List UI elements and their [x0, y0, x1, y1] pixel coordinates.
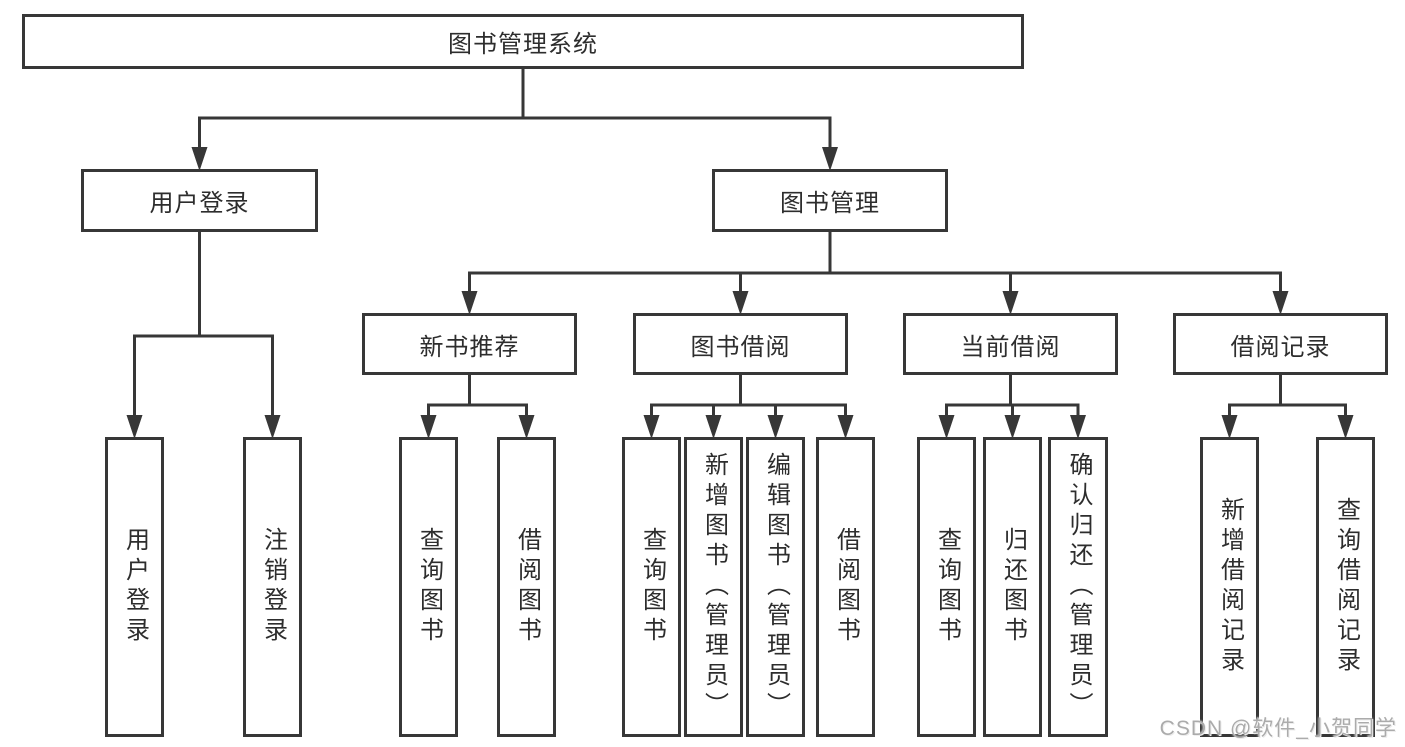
node-new-book-rec: 新书推荐	[362, 313, 577, 375]
node-op-edit-book: 编辑图书（管理员）	[746, 437, 805, 737]
node-current-borrow: 当前借阅	[903, 313, 1118, 375]
node-op-borrow-book-rec: 借阅图书	[497, 437, 556, 737]
node-op-logout: 注销登录	[243, 437, 302, 737]
arrowhead-op-logout	[264, 415, 281, 439]
arrowhead-op-borrow-book-rec	[518, 415, 535, 439]
arrowhead-op-user-login	[126, 415, 143, 439]
node-op-add-record: 新增借阅记录	[1200, 437, 1259, 737]
node-op-search-book: 查询图书	[622, 437, 681, 737]
arrowhead-borrow-records	[1272, 291, 1289, 315]
arrowhead-op-search-book	[643, 415, 660, 439]
arrowhead-op-search-book-rec	[420, 415, 437, 439]
watermark: CSDN @软件_小贺同学	[1159, 717, 1397, 740]
node-op-search-current: 查询图书	[917, 437, 976, 737]
node-borrow-records: 借阅记录	[1173, 313, 1388, 375]
arrowhead-op-edit-book	[767, 415, 784, 439]
arrowhead-book-borrow	[732, 291, 749, 315]
arrowhead-book-mgmt	[822, 147, 838, 171]
arrowhead-op-add-book	[705, 415, 722, 439]
arrowhead-op-borrow-book	[837, 415, 854, 439]
node-op-confirm-return: 确认归还（管理员）	[1048, 437, 1108, 737]
arrowhead-new-book-rec	[461, 291, 478, 315]
arrowhead-op-confirm-return	[1070, 415, 1086, 439]
arrowhead-op-search-record	[1337, 415, 1354, 439]
arrowhead-current-borrow	[1002, 291, 1019, 315]
node-op-search-record: 查询借阅记录	[1316, 437, 1375, 737]
node-op-user-login: 用户登录	[105, 437, 164, 737]
node-root: 图书管理系统	[22, 14, 1024, 69]
arrowhead-op-search-current	[938, 415, 955, 439]
arrowhead-op-return-book	[1004, 415, 1021, 439]
node-op-search-book-rec: 查询图书	[399, 437, 458, 737]
node-book-mgmt: 图书管理	[712, 169, 948, 232]
arrowhead-op-add-record	[1221, 415, 1238, 439]
node-user-login: 用户登录	[81, 169, 318, 232]
node-book-borrow: 图书借阅	[633, 313, 848, 375]
arrowhead-user-login	[191, 147, 208, 171]
node-op-borrow-book: 借阅图书	[816, 437, 875, 737]
node-op-return-book: 归还图书	[983, 437, 1042, 737]
node-op-add-book: 新增图书（管理员）	[684, 437, 743, 737]
